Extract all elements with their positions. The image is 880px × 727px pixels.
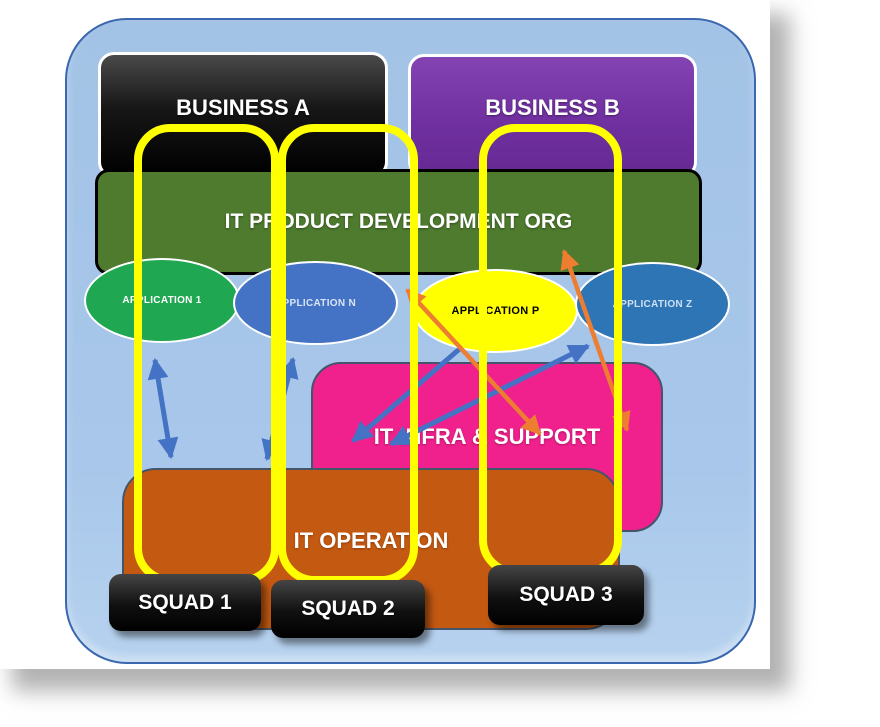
squad-1-box: SQUAD 1 [109,574,261,631]
business-b-label: BUSINESS B [485,95,620,120]
business-a-label: BUSINESS A [176,95,310,120]
application-z-label: APPLICATION Z [612,298,693,310]
application-1-ellipse: APPLICATION 1 [84,258,240,343]
squad-1-label: SQUAD 1 [138,590,232,614]
squad-1-ring [134,124,279,584]
business-b-box: BUSINESS B [408,54,697,178]
squad-3-label: SQUAD 3 [519,583,613,606]
application-n-ellipse: APPLICATION N [233,261,398,345]
squad-3-ring [479,124,622,576]
application-n-label: APPLICATION N [275,297,356,309]
squad-3-box: SQUAD 3 [488,565,644,625]
operation-label: IT OPERATION [293,528,449,553]
squad-2-box: SQUAD 2 [271,580,425,638]
application-1-label: APPLICATION 1 [122,295,202,306]
squad-2-ring [278,124,418,584]
slide: BUSINESS A BUSINESS B IT PRODUCT DEVELOP… [65,18,756,664]
squad-2-label: SQUAD 2 [301,597,395,620]
